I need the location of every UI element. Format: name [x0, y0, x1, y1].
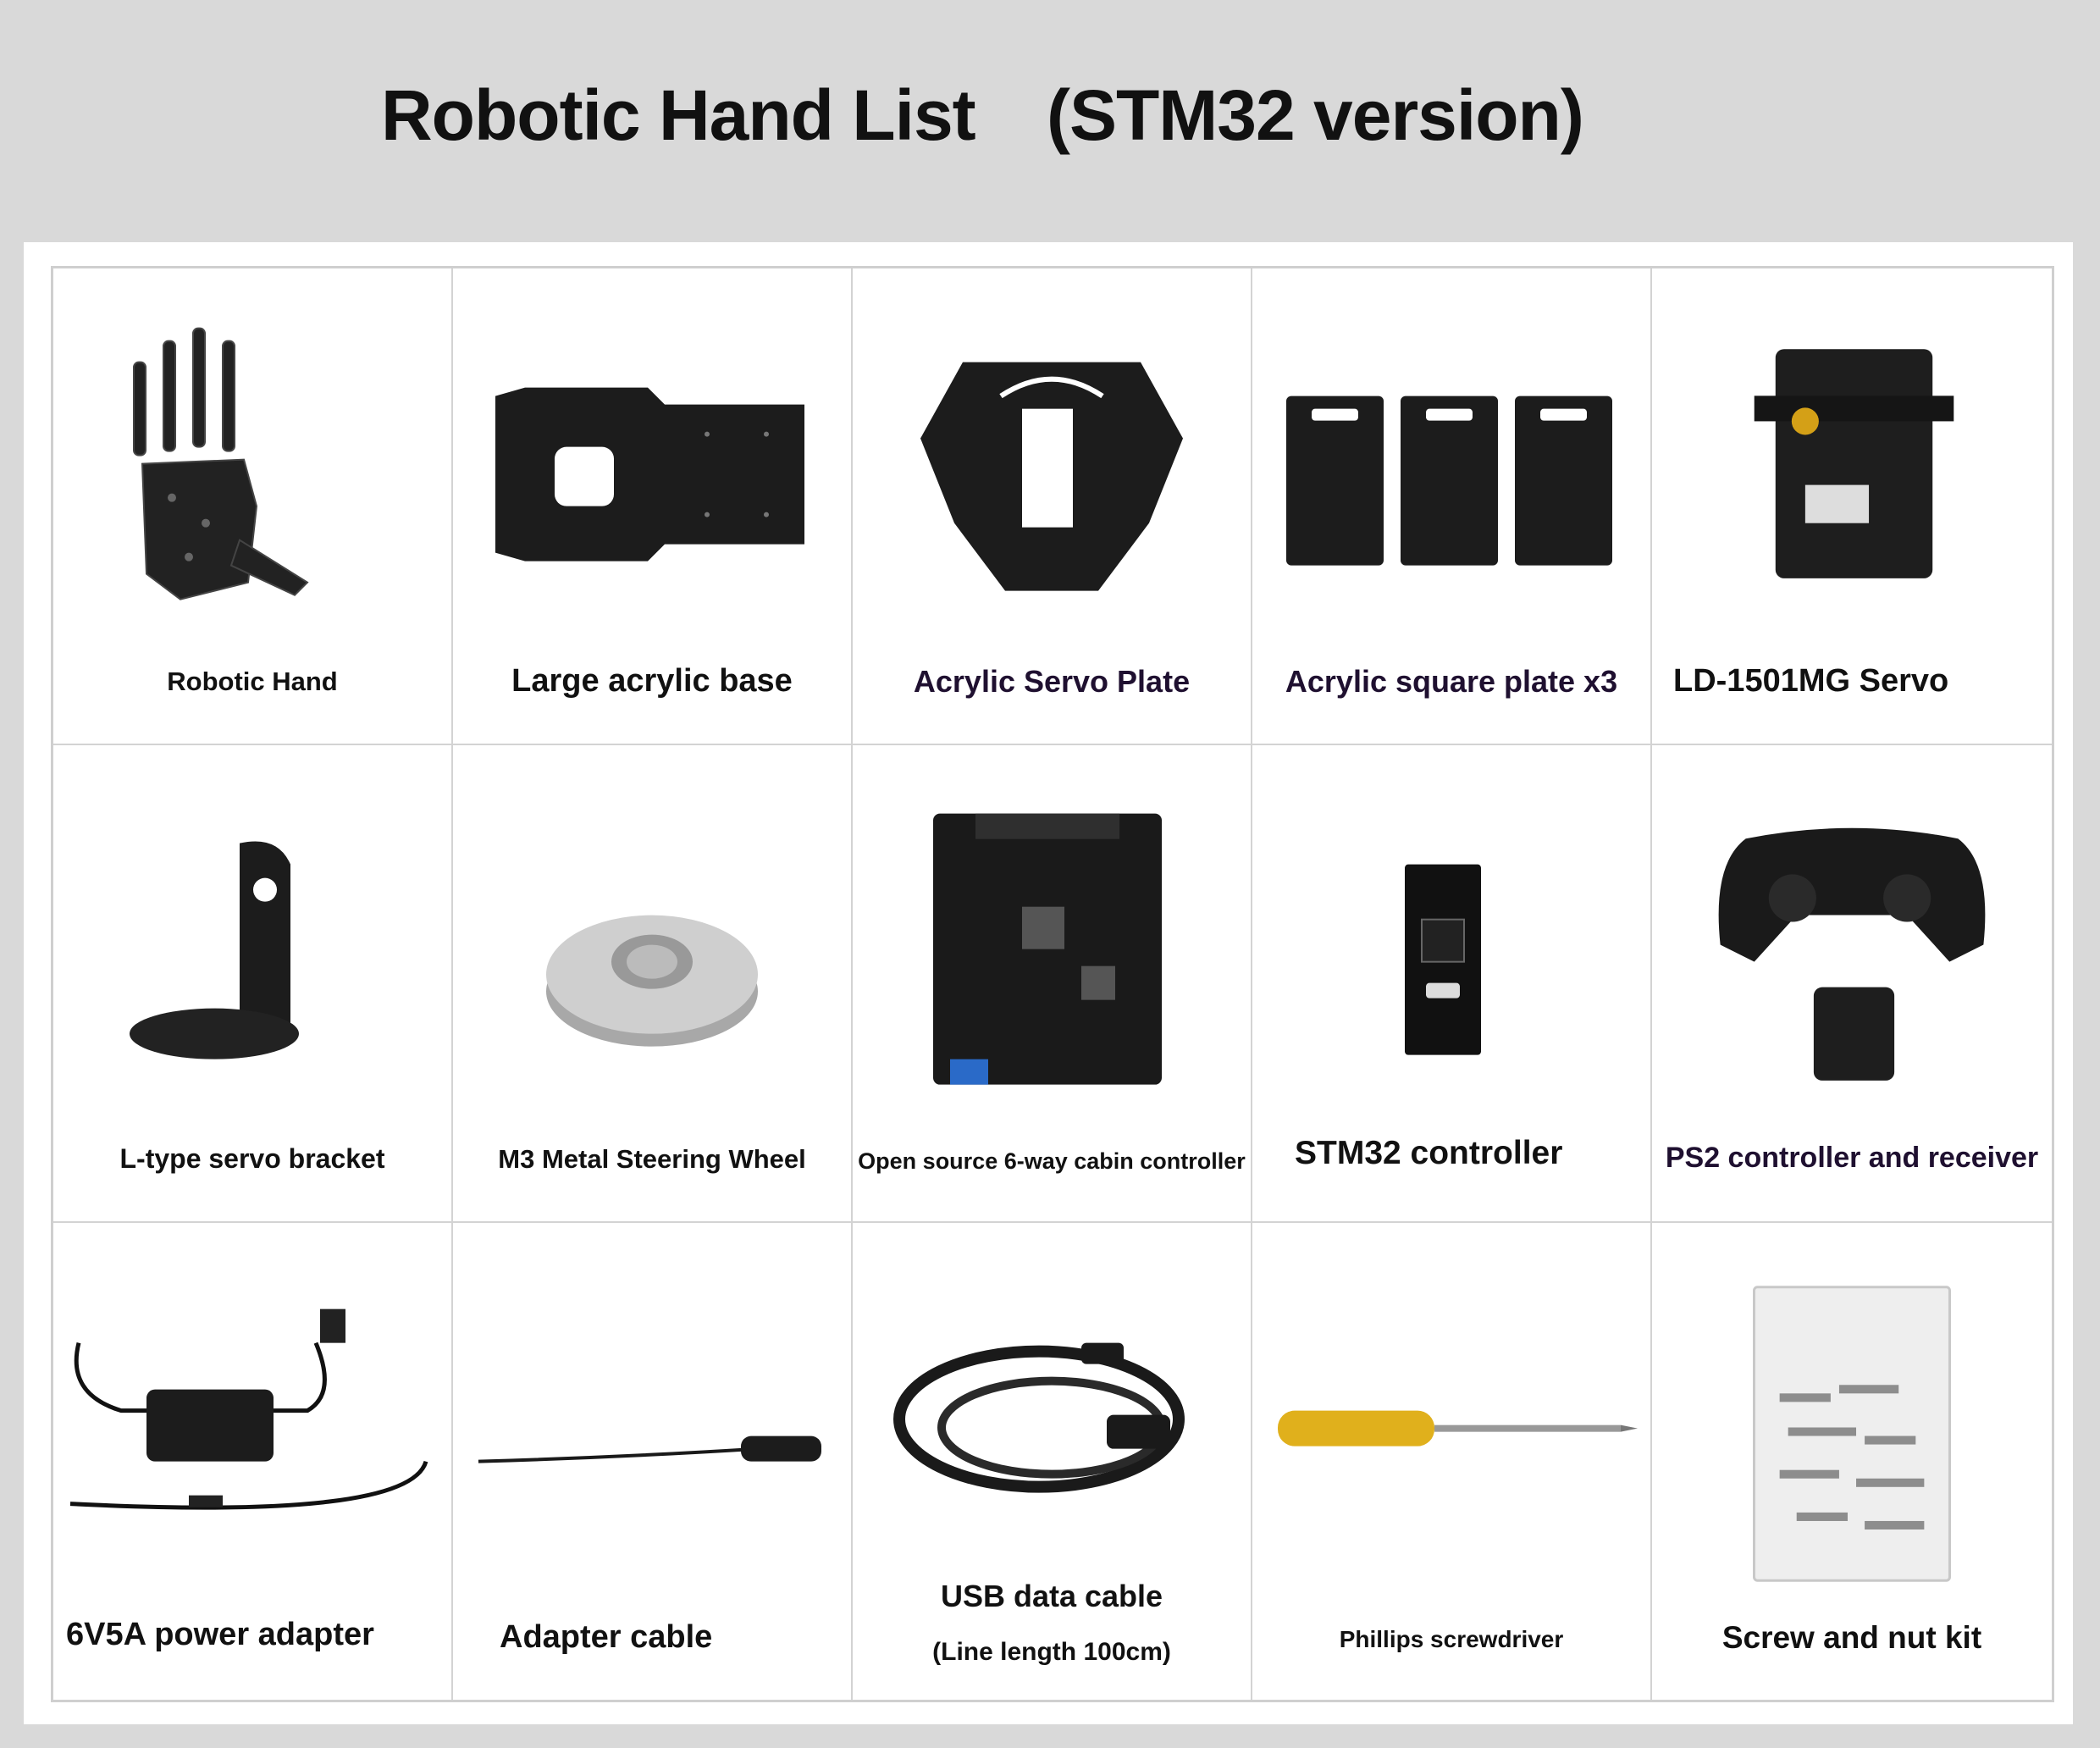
item-bracket: L-type servo bracket	[53, 745, 453, 1223]
screwdriver-icon	[1278, 1410, 1638, 1447]
parts-grid: Robotic Hand Large acrylic base Acrylic …	[51, 266, 2054, 1702]
servo-plate-icon	[920, 362, 1183, 591]
usb-cable-icon	[893, 1342, 1185, 1493]
item-label: LD-1501MG Servo	[1673, 663, 1949, 700]
servo-icon	[1754, 349, 1954, 578]
item-label: Acrylic Servo Plate	[913, 664, 1191, 700]
page-title: Robotic Hand List	[381, 75, 976, 155]
item-screwdriver: Phillips screwdriver	[1252, 1222, 1652, 1700]
item-steering-wheel: M3 Metal Steering Wheel	[453, 745, 853, 1223]
item-label: Large acrylic base	[511, 663, 793, 700]
item-label: M3 Metal Steering Wheel	[498, 1143, 806, 1174]
item-label: STM32 controller	[1295, 1134, 1563, 1171]
item-servo: LD-1501MG Servo	[1652, 268, 2052, 746]
item-servo-plate: Acrylic Servo Plate	[853, 268, 1252, 746]
item-usb-cable: USB data cable (Line length 100cm)	[853, 1222, 1252, 1700]
acrylic-base-icon	[495, 387, 804, 561]
item-screw-kit: Screw and nut kit	[1652, 1223, 2052, 1700]
item-square-plates: Acrylic square plate x3	[1252, 268, 1652, 746]
controller-board-icon	[933, 813, 1162, 1085]
gamepad-icon	[1718, 828, 1986, 1081]
square-plates-icon	[1286, 396, 1612, 566]
screw-kit-icon	[1753, 1285, 1951, 1582]
steering-wheel-icon	[546, 915, 758, 1047]
item-adapter-cable: Adapter cable	[453, 1222, 853, 1700]
robotic-hand-icon	[133, 327, 309, 600]
item-acrylic-base: Large acrylic base	[453, 268, 853, 746]
item-sublabel: (Line length 100cm)	[932, 1637, 1171, 1666]
header-banner: Robotic Hand List (STM32 version)	[0, 0, 2100, 242]
item-label: Open source 6-way cabin controller	[858, 1148, 1246, 1174]
bracket-icon	[130, 841, 299, 1059]
item-label: Acrylic square plate x3	[1285, 664, 1618, 700]
item-label: PS2 controller and receiver	[1665, 1141, 2039, 1174]
item-label: Adapter cable	[500, 1618, 713, 1655]
adapter-cable-icon	[478, 1435, 821, 1463]
power-adapter-icon	[69, 1308, 428, 1510]
item-label: L-type servo bracket	[119, 1142, 385, 1174]
item-label: Phillips screwdriver	[1339, 1625, 1564, 1652]
item-label: 6V5A power adapter	[66, 1616, 374, 1652]
item-power-adapter: 6V5A power adapter	[53, 1222, 453, 1700]
item-label: Screw and nut kit	[1721, 1619, 1982, 1655]
item-stm32: STM32 controller	[1252, 745, 1652, 1223]
item-ps2: PS2 controller and receiver	[1652, 745, 2052, 1223]
stm32-board-icon	[1405, 864, 1481, 1055]
item-robotic-hand: Robotic Hand	[53, 268, 453, 746]
item-controller-board: Open source 6-way cabin controller	[853, 745, 1252, 1223]
item-label: Robotic Hand	[167, 667, 338, 697]
page-subtitle: (STM32 version)	[1047, 75, 1584, 155]
item-label: USB data cable	[940, 1578, 1163, 1613]
